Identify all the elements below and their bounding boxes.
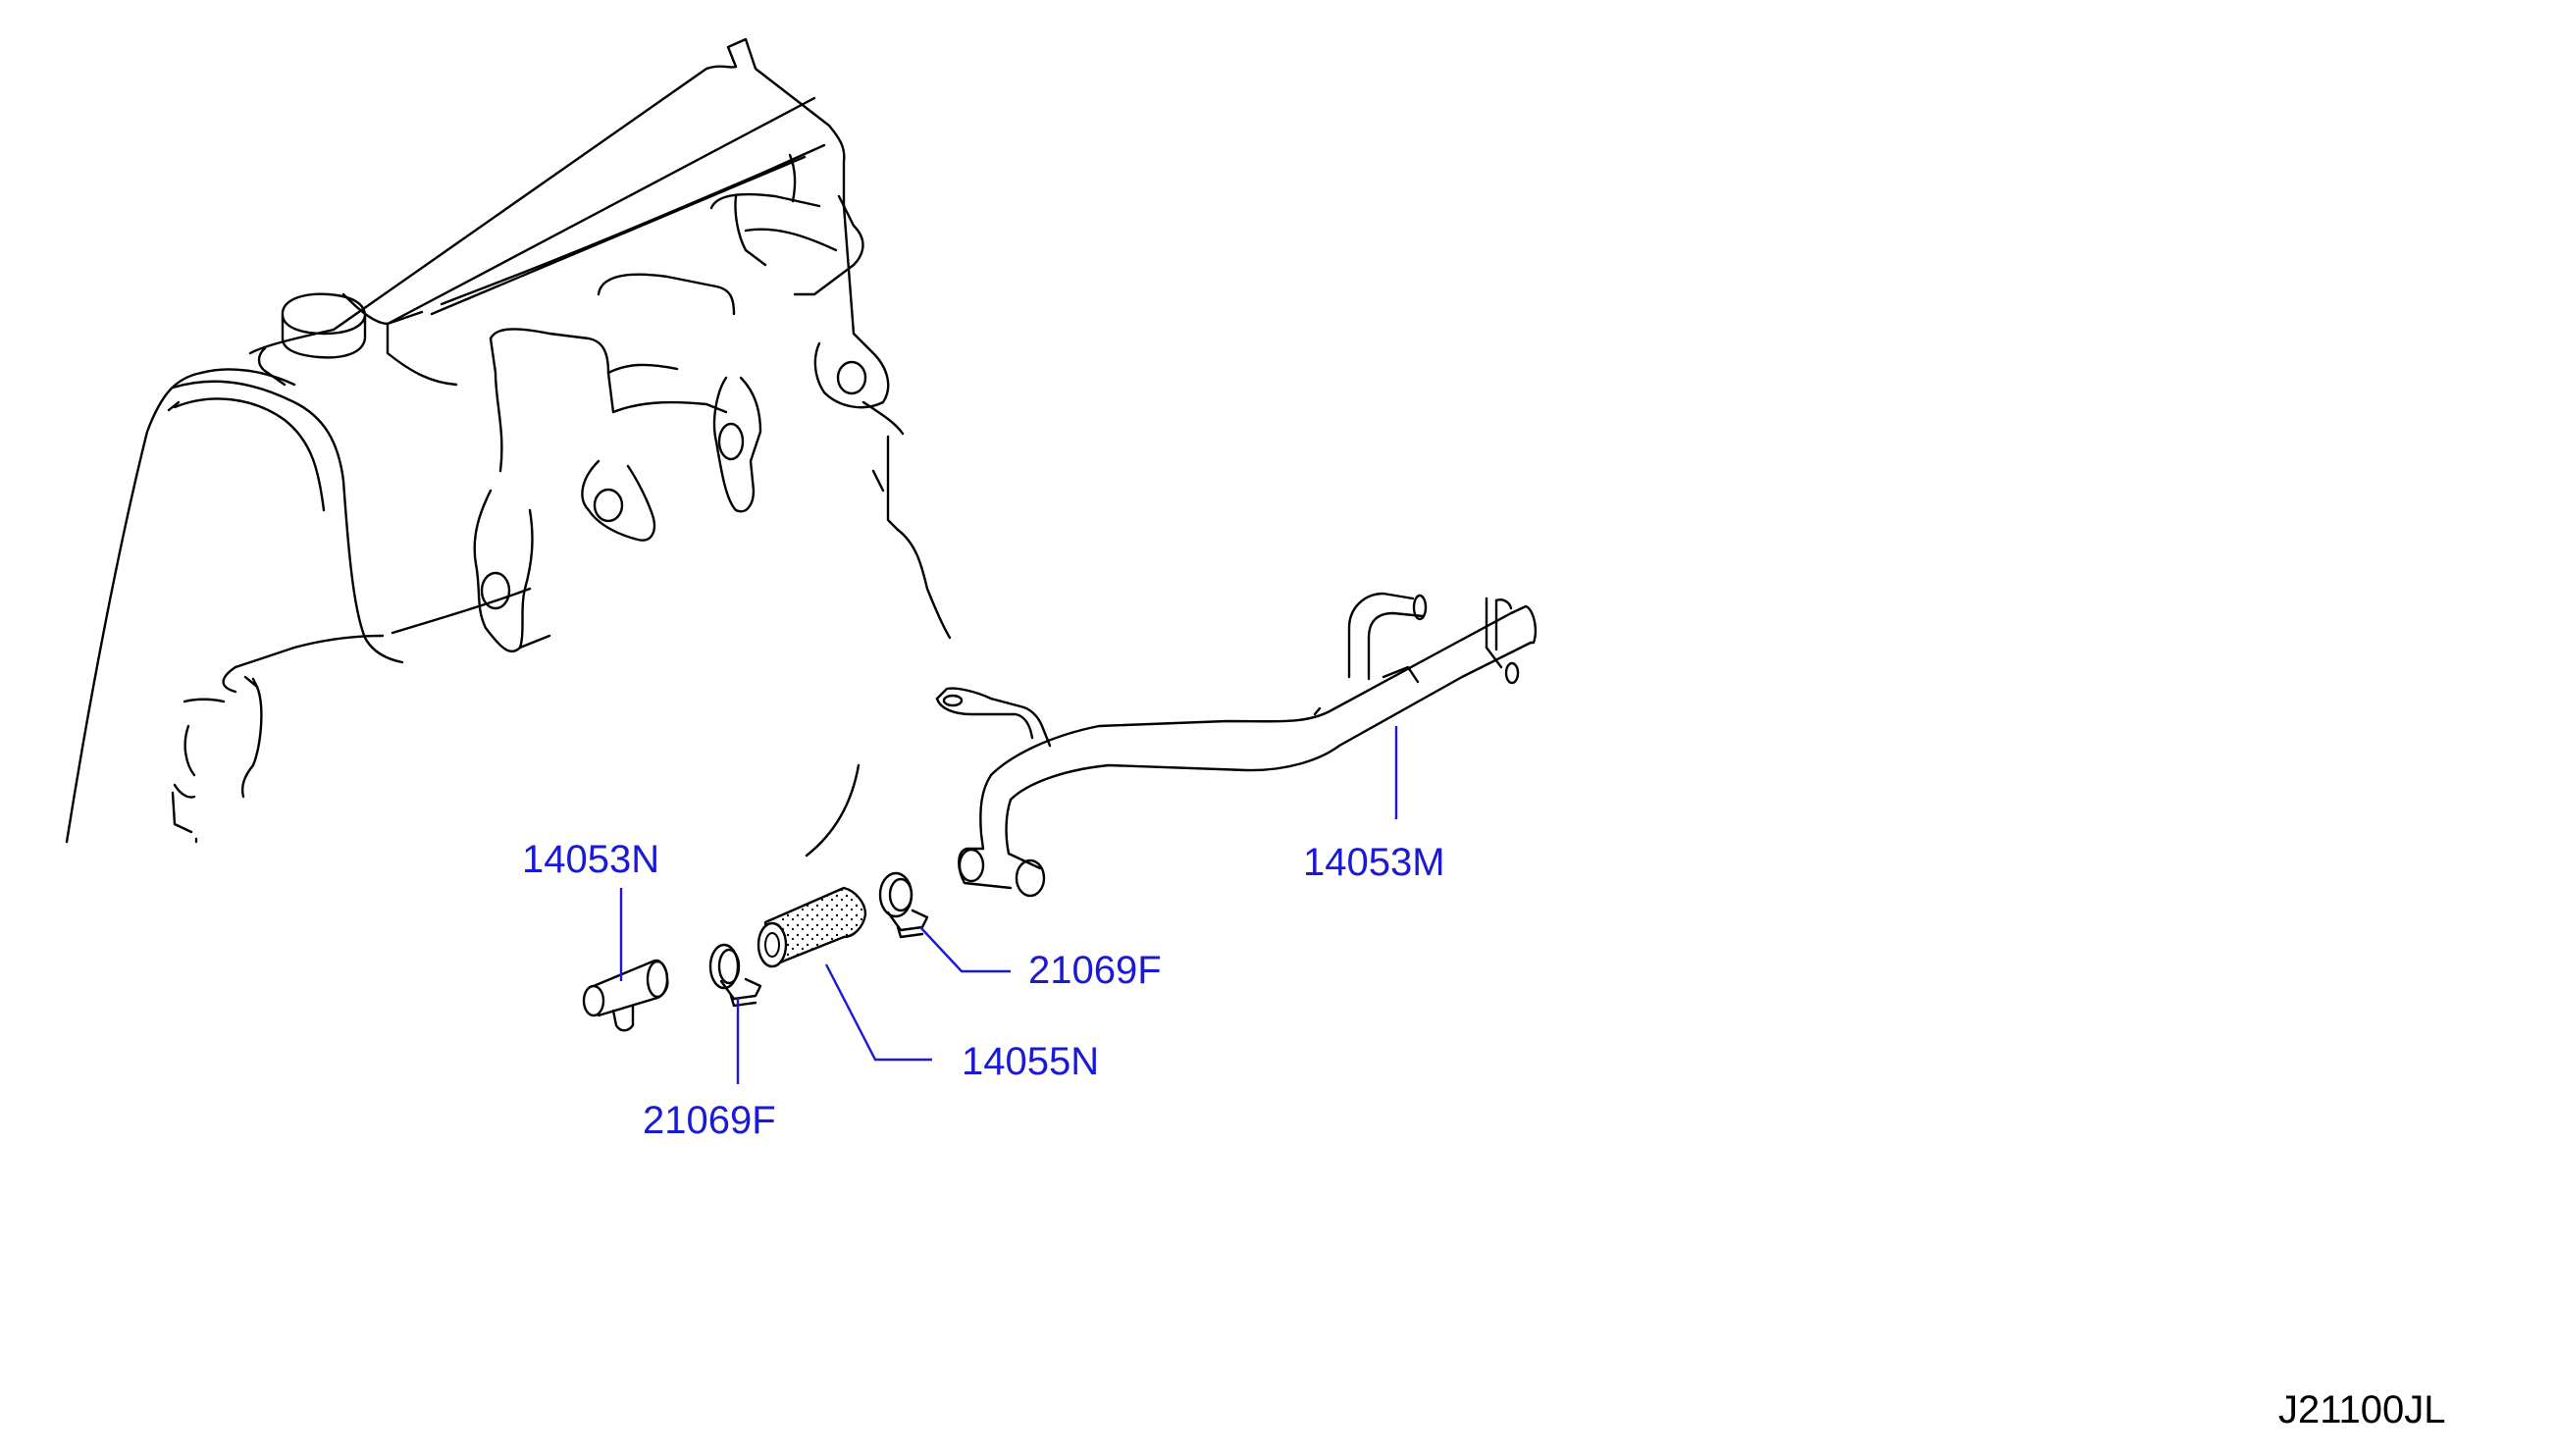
- hose-14055N[interactable]: [757, 886, 867, 968]
- clamp-21069F-left[interactable]: [708, 943, 762, 1008]
- water-pipe-14053M[interactable]: [935, 592, 1538, 898]
- part-number-14053N[interactable]: 14053N: [522, 838, 660, 881]
- part-number-14055N[interactable]: 14055N: [962, 1040, 1100, 1083]
- diagram-code: J21100JL: [2278, 1388, 2446, 1431]
- part-number-21069F-right[interactable]: 21069F: [1028, 949, 1162, 992]
- leader-lines: [619, 726, 1398, 1084]
- part-number-14053M[interactable]: 14053M: [1303, 841, 1445, 884]
- clamp-21069F-right[interactable]: [878, 871, 929, 939]
- part-number-21069F-left[interactable]: 21069F: [643, 1099, 776, 1142]
- t-pipe-14053N[interactable]: [582, 959, 669, 1032]
- engine-outline: [65, 37, 952, 858]
